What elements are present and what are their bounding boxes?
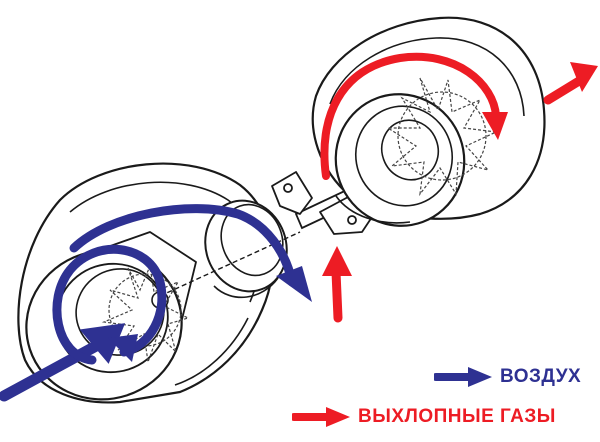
air-arrow-icon	[434, 367, 492, 387]
legend-air-label: ВОЗДУХ	[500, 366, 582, 387]
air-outlet-arrow	[69, 204, 297, 287]
air-swirl-arrow	[52, 244, 167, 365]
exhaust-flow-arrows	[320, 52, 598, 323]
air-flow-arrows	[0, 204, 312, 402]
turbine-wheel	[385, 77, 499, 197]
legend-exhaust-label: ВЫХЛОПНЫЕ ГАЗЫ	[358, 406, 556, 427]
exhaust-inlet-arrow	[331, 267, 343, 323]
bearing-housing	[204, 199, 288, 299]
exhaust-arrow-icon	[292, 407, 350, 427]
legend-exhaust: ВЫХЛОПНЫЕ ГАЗЫ	[292, 406, 556, 428]
legend-air: ВОЗДУХ	[434, 366, 581, 388]
exhaust-swirl-arrow	[320, 52, 500, 180]
mounting-flange-left	[271, 171, 313, 215]
